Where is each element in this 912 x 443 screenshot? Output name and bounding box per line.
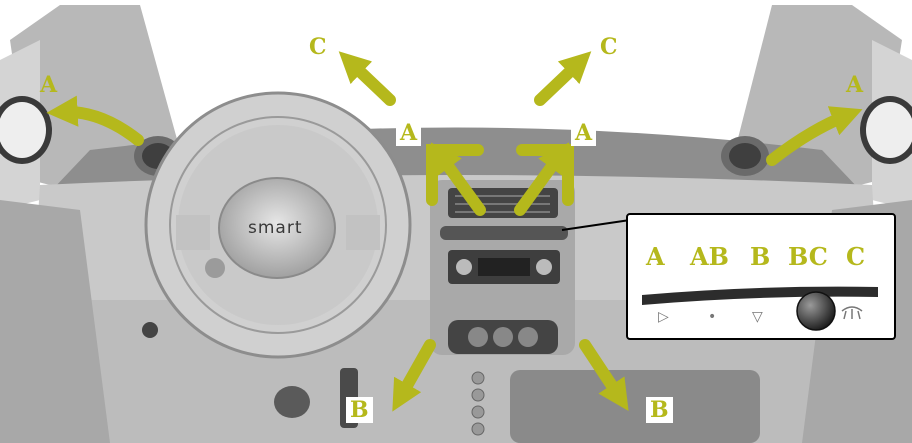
position-label-ab: AB [690, 242, 729, 271]
label-a-far-right: A [846, 72, 864, 98]
label-c-right: C [600, 34, 618, 60]
airflow-knob[interactable] [796, 291, 836, 331]
label-a-center-right: A [571, 120, 597, 146]
symbol-foot: ▷ [658, 309, 669, 325]
airflow-slider-track [642, 286, 878, 305]
arrow-b-left [392, 339, 436, 412]
arrow-a-far-right [766, 106, 863, 166]
arrow-b-right [579, 339, 629, 412]
arrow-a-center-right-b [516, 144, 574, 206]
label-a-far-left: A [40, 72, 58, 98]
position-label-bc: BC [788, 242, 828, 271]
brand-logo-text: smart [248, 218, 303, 238]
arrow-c-right [534, 51, 592, 106]
brake-pedal [274, 386, 310, 418]
label-b-right: B [646, 397, 673, 423]
airflow-control-inset: A AB B BC C ▷ • ▽ [626, 213, 896, 340]
symbol-down: ▽ [752, 309, 763, 325]
arrow-a-center-left-a [430, 142, 486, 216]
position-label-a: A [646, 242, 665, 271]
arrow-a-center-left-b [426, 144, 484, 206]
position-label-b: B [750, 242, 771, 271]
label-a-center-left: A [396, 120, 422, 146]
steering-hub [218, 177, 336, 279]
label-b-left: B [346, 397, 373, 423]
arrow-a-far-left [46, 95, 144, 146]
label-c-left: C [309, 34, 327, 60]
symbol-mid: • [708, 309, 716, 325]
arrow-a-center-right-a [514, 142, 570, 216]
arrow-c-left [338, 51, 396, 106]
position-label-c: C [846, 242, 866, 271]
defrost-icon [841, 306, 863, 320]
